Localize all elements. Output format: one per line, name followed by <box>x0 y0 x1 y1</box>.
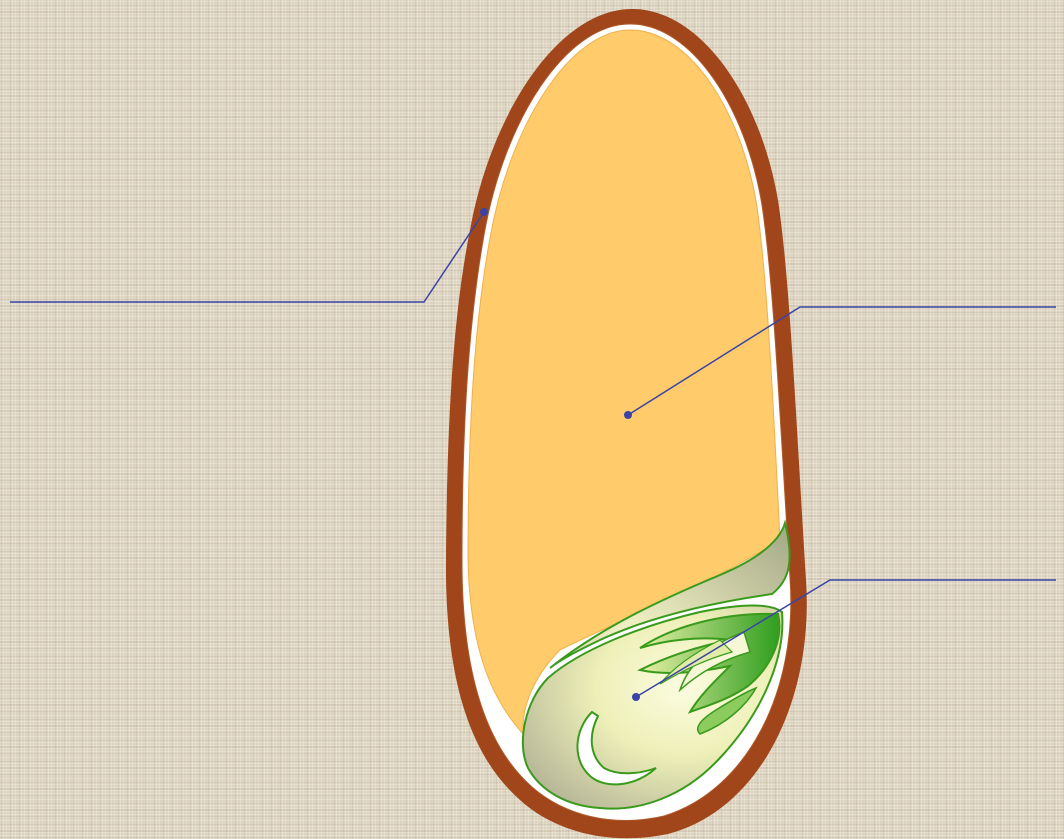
embryo-dot <box>632 693 640 701</box>
endosperm-dot <box>624 411 632 419</box>
seed-coat-dot <box>480 208 488 216</box>
seed-coat-leader <box>10 212 484 302</box>
